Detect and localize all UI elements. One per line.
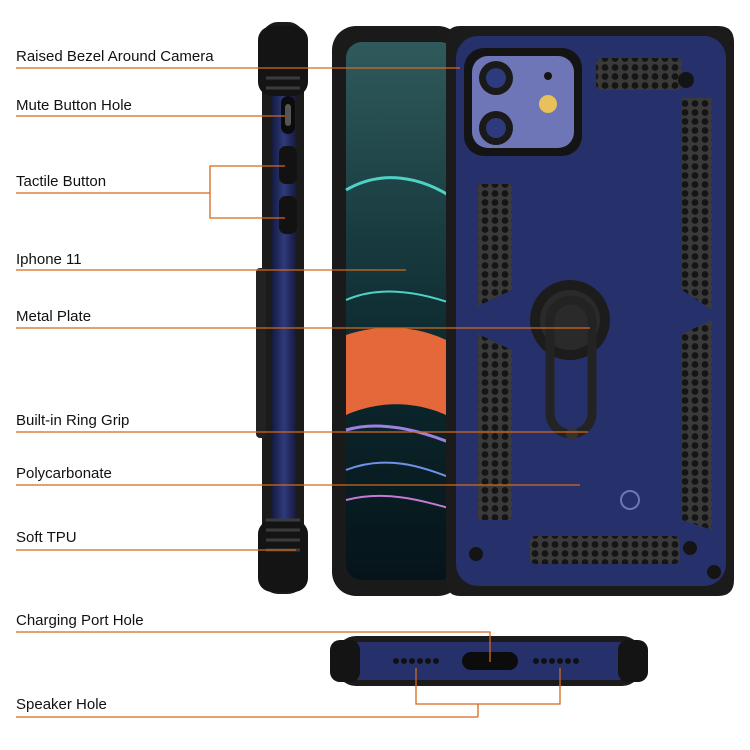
speaker-holes-left — [393, 658, 439, 664]
label-iphone-11: Iphone 11 — [16, 251, 82, 268]
volume-button-upper — [279, 146, 297, 184]
case-back — [446, 26, 734, 596]
label-ring-grip: Built-in Ring Grip — [16, 412, 130, 429]
front-view — [332, 26, 462, 596]
label-tactile-button: Tactile Button — [16, 173, 107, 190]
label-metal-plate: Metal Plate — [16, 308, 92, 325]
label-polycarbonate: Polycarbonate — [16, 465, 112, 482]
label-speaker-hole: Speaker Hole — [16, 696, 107, 713]
side-view — [256, 22, 308, 594]
label-soft-tpu: Soft TPU — [16, 529, 77, 546]
bottom-view — [330, 636, 648, 686]
volume-button-lower — [279, 196, 297, 234]
speaker-holes-right — [533, 658, 579, 664]
label-mute-button-hole: Mute Button Hole — [16, 97, 132, 114]
label-raised-bezel: Raised Bezel Around Camera — [16, 48, 214, 65]
label-charging-port-hole: Charging Port Hole — [16, 612, 144, 629]
iphone-screen — [346, 42, 456, 580]
leader-lines — [16, 67, 590, 718]
